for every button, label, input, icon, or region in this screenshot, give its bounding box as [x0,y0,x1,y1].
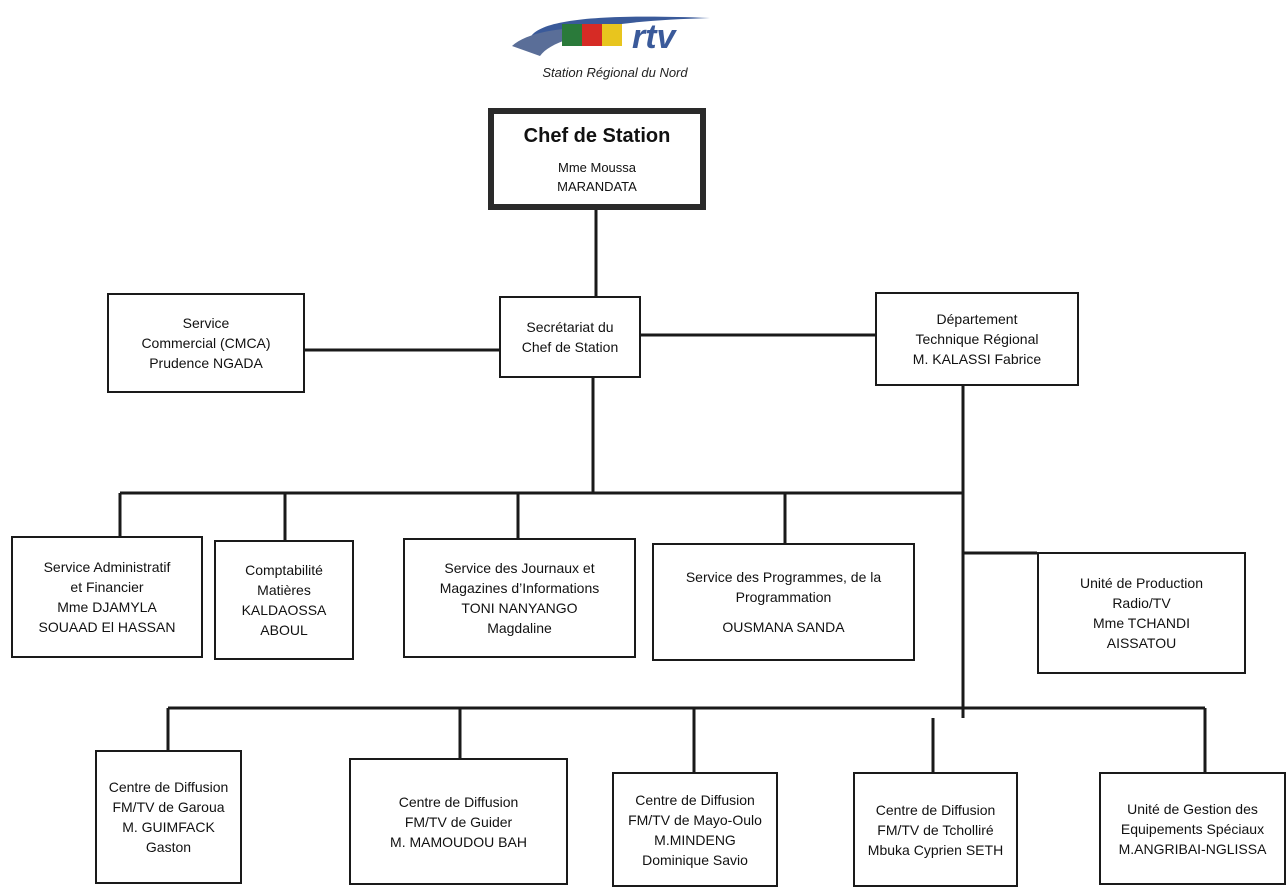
centre-line: Centre de Diffusion [108,779,229,795]
centre-line: M.MINDENG [654,831,736,848]
service-journaux-box: Service des Journaux et Magazines d’Info… [403,538,636,658]
comptabilite-matieres-box: Comptabilité Matières KALDAOSSA ABOUL [214,540,354,660]
centre-line: Centre de Diffusion [875,801,996,818]
chief-name-2: MARANDATA [557,179,637,194]
centre-line: FM/TV de Garoua [112,799,225,815]
service-line: KALDAOSSA [241,602,327,618]
service-line: Mme DJAMYLA [57,599,157,615]
secretariat-line-2: Chef de Station [521,339,619,355]
service-line: Mme TCHANDI [1093,615,1190,631]
service-line: Magdaline [487,620,552,636]
technique-line-2: Technique Régional [915,331,1039,347]
service-line: Radio/TV [1112,595,1171,611]
centre-line: Gaston [145,839,192,855]
unite-production-box: Unité de Production Radio/TV Mme TCHANDI… [1037,552,1246,674]
service-line: Comptabilité [245,562,323,578]
centre-tchollire-box: Centre de Diffusion FM/TV de Tcholliré M… [853,772,1018,887]
centre-line: FM/TV de Mayo-Oulo [628,811,762,828]
centre-line: FM/TV de Guider [404,813,513,830]
unite-gestion-equipements-box: Unité de Gestion des Equipements Spéciau… [1099,772,1286,885]
service-line: Service des Programmes, de la [685,569,882,585]
centre-line: Dominique Savio [642,851,748,868]
centre-line: Equipements Spéciaux [1120,820,1265,837]
service-line: Unité de Production [1080,575,1203,591]
chief-title: Chef de Station [523,125,671,147]
service-programmes-box: Service des Programmes, de la Programmat… [652,543,915,661]
centre-mayo-oulo-box: Centre de Diffusion FM/TV de Mayo-Oulo M… [612,772,778,887]
secretariat-line-1: Secrétariat du [526,319,614,335]
centre-line: Centre de Diffusion [635,791,755,808]
service-line: et Financier [70,579,144,595]
service-line: SOUAAD El HASSAN [38,619,176,635]
centre-line: Unité de Gestion des [1127,800,1258,817]
departement-technique-box: Département Technique Régional M. KALASS… [875,292,1079,386]
secretariat-box: Secrétariat du Chef de Station [499,296,641,378]
centre-line: M. MAMOUDOU BAH [390,833,527,850]
centre-line: Centre de Diffusion [398,793,519,810]
service-line: AISSATOU [1106,635,1177,651]
service-line: ABOUL [260,622,308,638]
centre-line: Mbuka Cyprien SETH [867,841,1004,858]
rtv-logo: rtv Station Régional du Nord [500,8,730,88]
commercial-line-1: Service [182,315,230,331]
service-line: Magazines d’Informations [439,580,600,596]
chief-name-1: Mme Moussa [557,160,637,175]
commercial-line-2: Commercial (CMCA) [141,335,271,351]
service-line: Service Administratif [43,559,171,575]
service-line: Service des Journaux et [444,560,595,576]
centre-line: FM/TV de Tcholliré [877,821,994,838]
technique-line-3: M. KALASSI Fabrice [912,351,1042,367]
service-administratif-box: Service Administratif et Financier Mme D… [11,536,203,658]
centre-line: M. GUIMFACK [122,819,215,835]
centre-garoua-box: Centre de Diffusion FM/TV de Garoua M. G… [95,750,242,884]
service-commercial-box: Service Commercial (CMCA) Prudence NGADA [107,293,305,393]
service-line: Matières [257,582,311,598]
chef-de-station-box: Chef de Station Mme Moussa MARANDATA [488,108,706,210]
service-line: Programmation [735,589,832,605]
logo-text: rtv [632,18,678,56]
commercial-line-3: Prudence NGADA [149,355,263,371]
service-line: TONI NANYANGO [461,600,578,616]
centre-line: M.ANGRIBAI-NGLISSA [1118,840,1267,857]
service-line: OUSMANA SANDA [722,619,845,635]
logo-subtitle: Station Régional du Nord [542,65,688,80]
centre-guider-box: Centre de Diffusion FM/TV de Guider M. M… [349,758,568,885]
technique-line-1: Département [936,311,1018,327]
rtv-logo-graphic: rtv [512,16,710,56]
